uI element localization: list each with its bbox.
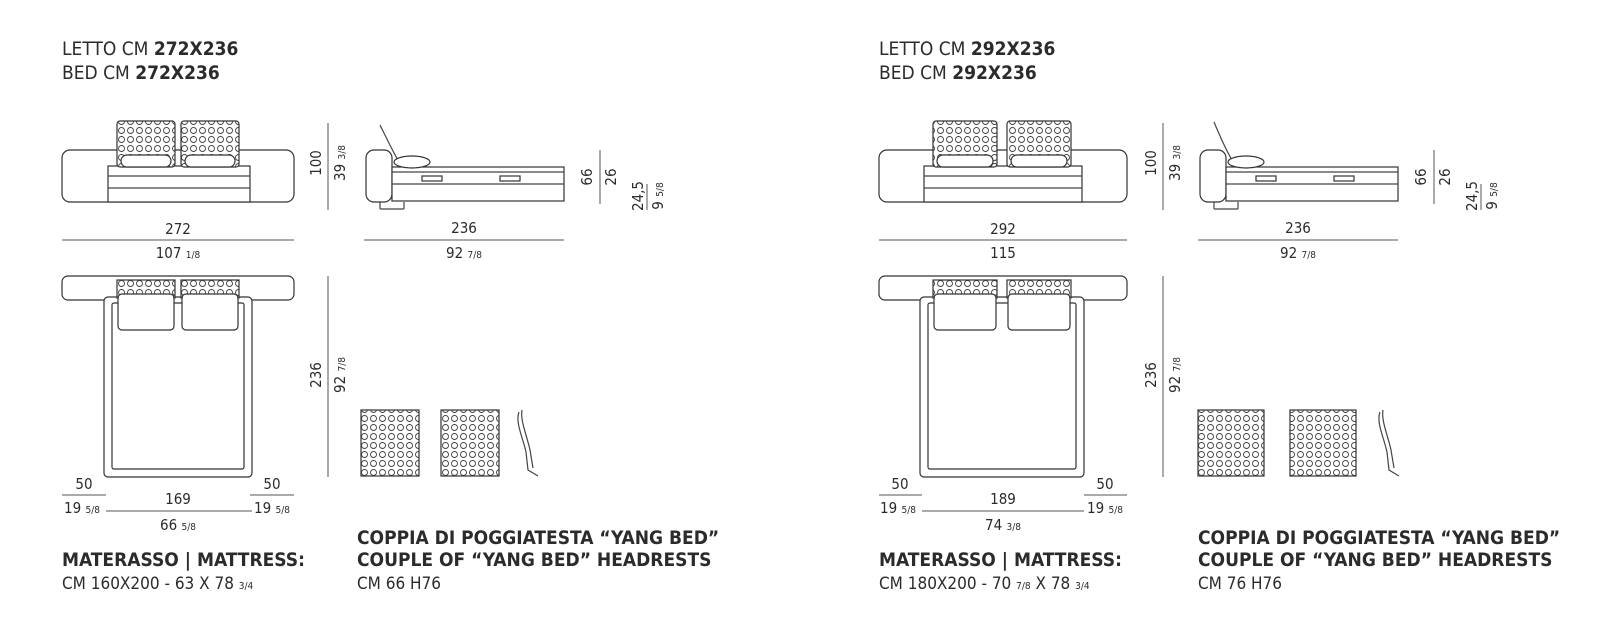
plan-left-cm: 50 (75, 475, 92, 493)
front-height-cm: 100 (307, 150, 325, 176)
panel-1: LETTO CM 272X236 BED CM 272X236 100 39 3… (61, 38, 719, 594)
side-depth-cm: 236 (1285, 219, 1311, 237)
plan-view (878, 275, 1128, 478)
side-view (365, 124, 565, 210)
plan-right-in: 19 5/8 (1087, 499, 1123, 517)
plan-left-in: 19 5/8 (880, 499, 916, 517)
plan-right-cm: 50 (263, 475, 280, 493)
plan-depth-in: 92 7/8 (1166, 357, 1184, 393)
plan-left-cm: 50 (891, 475, 908, 493)
side-depth-in: 92 7/8 (446, 244, 482, 262)
side-height-cm: 66 (578, 168, 596, 185)
mattress-title: MATERASSO | MATTRESS: (62, 549, 305, 571)
front-height-cm: 100 (1142, 150, 1160, 176)
plan-depth-in: 92 7/8 (331, 357, 349, 393)
plan-view (61, 275, 295, 478)
plan-left-in: 19 5/8 (64, 499, 100, 517)
headrest-views (1197, 409, 1400, 477)
side-mattress-in: 9 5/8 (1483, 182, 1501, 210)
plan-inner-cm: 169 (165, 490, 191, 508)
headrest-size: CM 66 H76 (357, 574, 441, 594)
front-view (878, 120, 1128, 203)
header-letto: LETTO CM 272X236 (62, 38, 238, 60)
side-view (1199, 121, 1399, 210)
side-mattress-cm: 24,5 (629, 181, 647, 211)
plan-inner-in: 74 3/8 (985, 516, 1021, 534)
front-width-cm: 272 (165, 220, 191, 238)
mattress-title: MATERASSO | MATTRESS: (879, 549, 1122, 571)
plan-depth-cm: 236 (307, 362, 325, 388)
plan-right-in: 19 5/8 (254, 499, 290, 517)
front-width-in: 107 1/8 (156, 244, 201, 262)
header-bed: BED CM 272X236 (62, 62, 220, 84)
plan-depth-cm: 236 (1142, 362, 1160, 388)
mattress-size: CM 180X200 - 70 7/8 X 78 3/4 (879, 574, 1090, 594)
header-letto: LETTO CM 292X236 (879, 38, 1055, 60)
side-height-cm: 66 (1412, 168, 1430, 185)
headrest-title-it: COPPIA DI POGGIATESTA “YANG BED” (1198, 527, 1560, 549)
side-depth-cm: 236 (451, 219, 477, 237)
plan-right-cm: 50 (1096, 475, 1113, 493)
side-mattress-in: 9 5/8 (649, 182, 667, 210)
side-mattress-cm: 24,5 (1463, 181, 1481, 211)
front-view (61, 120, 295, 203)
front-height-in: 39 3/8 (1166, 145, 1184, 181)
header-bed: BED CM 292X236 (879, 62, 1037, 84)
plan-inner-cm: 189 (990, 490, 1016, 508)
front-width-cm: 292 (990, 220, 1016, 238)
headrest-title-en: COUPLE OF “YANG BED” HEADRESTS (357, 549, 711, 571)
mattress-size: CM 160X200 - 63 X 78 3/4 (62, 574, 254, 594)
side-height-in: 26 (1436, 168, 1454, 185)
side-height-in: 26 (602, 168, 620, 185)
headrest-size: CM 76 H76 (1198, 574, 1282, 594)
headrest-title-it: COPPIA DI POGGIATESTA “YANG BED” (357, 527, 719, 549)
front-width-in: 115 (990, 244, 1016, 262)
headrest-title-en: COUPLE OF “YANG BED” HEADRESTS (1198, 549, 1552, 571)
plan-inner-in: 66 5/8 (160, 516, 196, 534)
panel-2: LETTO CM 292X236 BED CM 292X236 100 39 3… (878, 38, 1560, 594)
front-height-in: 39 3/8 (331, 145, 349, 181)
side-depth-in: 92 7/8 (1280, 244, 1316, 262)
headrest-views (360, 409, 539, 477)
